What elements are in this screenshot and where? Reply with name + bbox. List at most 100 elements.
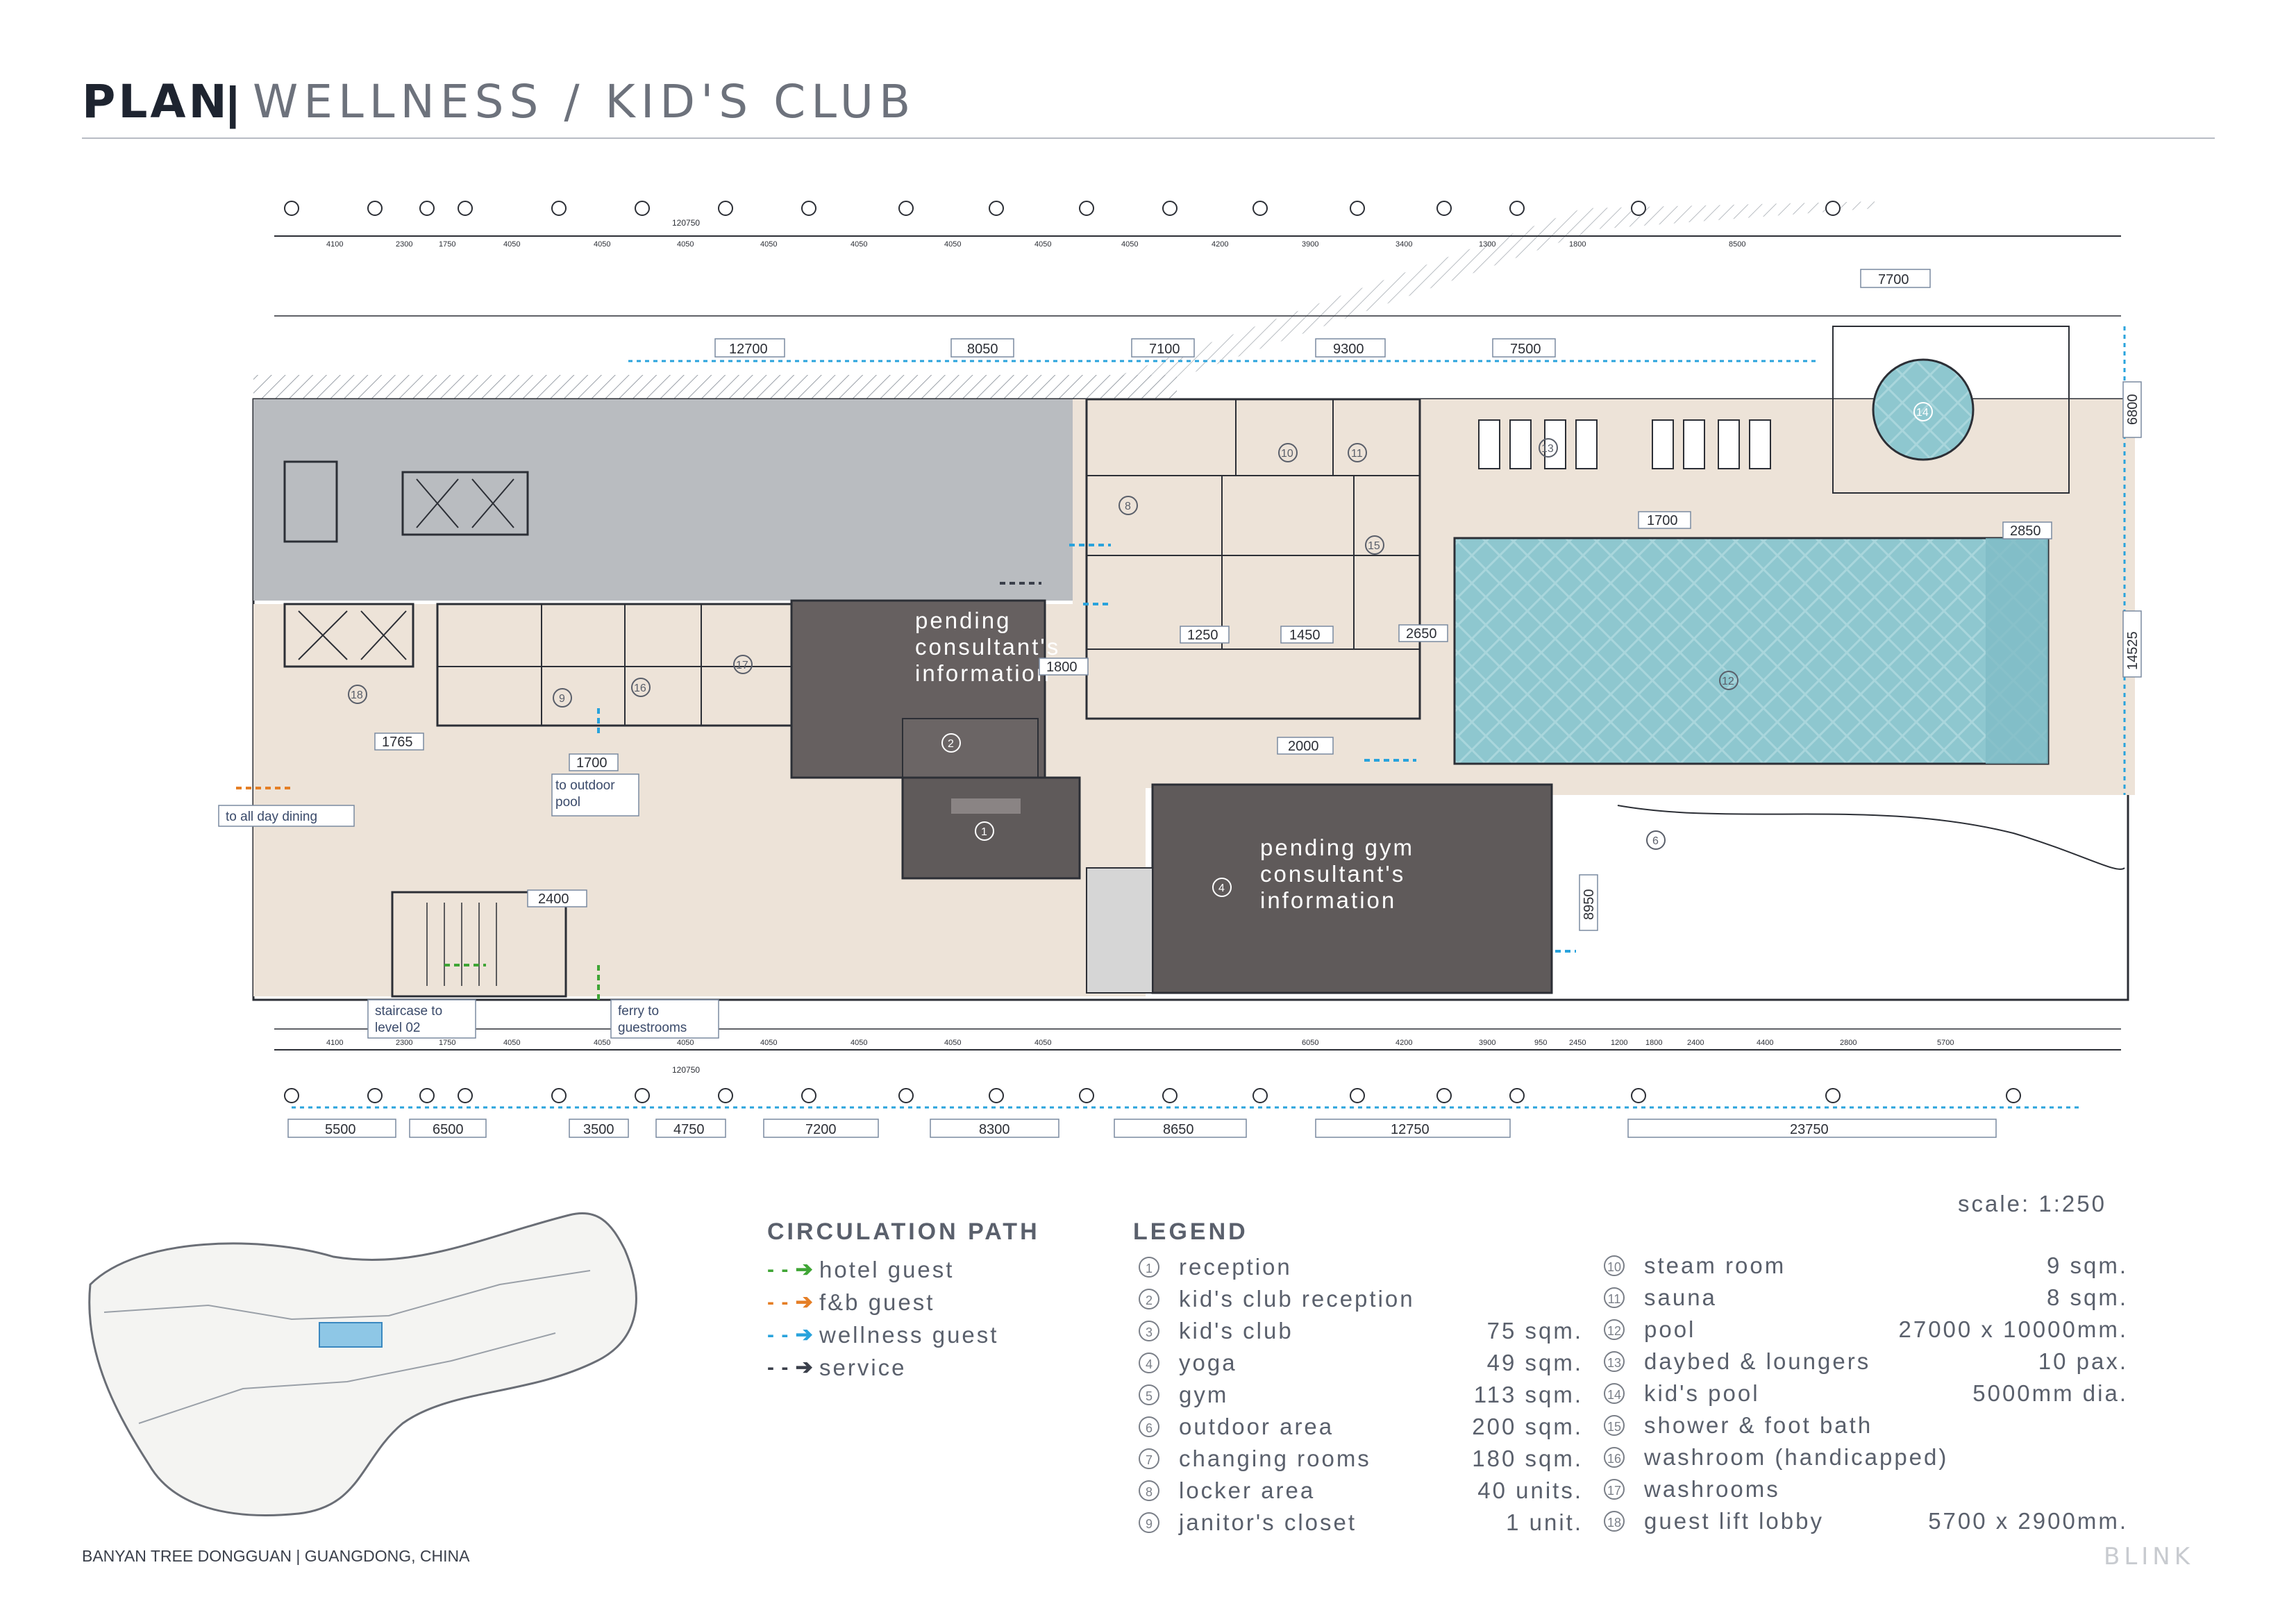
number-badge: 5	[1139, 1384, 1159, 1405]
grid-dim: 4050	[850, 1039, 867, 1047]
grid-dim: 4100	[326, 1039, 343, 1047]
room-marker: 15	[1368, 540, 1380, 552]
legend-item: 4 yoga 49 sqm.	[1139, 1347, 1583, 1379]
washroom-block	[436, 603, 793, 727]
circulation-label: f&b guest	[819, 1289, 935, 1315]
grid-dim: 2300	[396, 240, 412, 249]
dashed-arrow-icon: - - ➔	[767, 1258, 814, 1281]
total-dim-bottom: 120750	[672, 1065, 700, 1075]
grid-dim: 3400	[1396, 240, 1412, 249]
kids-pool	[1872, 358, 1975, 461]
legend-value: 10 pax.	[2038, 1348, 2128, 1374]
legend-item: 1 reception	[1139, 1251, 1583, 1283]
legend-name: gym	[1179, 1382, 1229, 1407]
roof-edge-hatch	[253, 201, 1875, 378]
legend-item: 5 gym 113 sqm.	[1139, 1379, 1583, 1411]
grid-dim: 4050	[944, 240, 961, 249]
room-marker: 6	[1652, 835, 1659, 847]
highlight-dim: 12750	[1391, 1122, 1430, 1137]
highlight-dim: 6500	[433, 1122, 464, 1137]
legend-name: washrooms	[1644, 1476, 1780, 1502]
circulation-item-wellness-guest: - - ➔ wellness guest	[767, 1319, 998, 1351]
grid-dim: 2450	[1569, 1039, 1586, 1047]
legend-item: 16 washroom (handicapped)	[1604, 1441, 2128, 1473]
legend-name: pool	[1644, 1316, 1696, 1342]
back-of-house-area	[253, 399, 1073, 601]
grid-dim: 4050	[944, 1039, 961, 1047]
grid-dim: 3900	[1479, 1039, 1495, 1047]
dashed-arrow-icon: - - ➔	[767, 1323, 814, 1346]
circulation-label: service	[819, 1354, 907, 1380]
circulation-item-service: - - ➔ service	[767, 1351, 998, 1384]
grid-dim: 1750	[439, 240, 455, 249]
highlight-dim: 23750	[1790, 1122, 1829, 1137]
room-marker: 11	[1351, 448, 1363, 460]
inner-dim: 2400	[538, 891, 569, 907]
grid-dim: 3900	[1302, 240, 1318, 249]
room-marker: 16	[634, 683, 646, 694]
lift-shaft-b	[283, 603, 414, 668]
inner-dim: 1250	[1187, 628, 1218, 643]
legend-item: 18 guest lift lobby 5700 x 2900mm.	[1604, 1505, 2128, 1537]
legend-item: 14 kid's pool 5000mm dia.	[1604, 1378, 2128, 1409]
legend-value: 8 sqm.	[2046, 1284, 2128, 1310]
room-marker: 2	[948, 738, 954, 750]
changing-rooms-block	[1085, 398, 1421, 720]
plan-arrows	[236, 544, 1576, 1003]
gym-block	[1151, 783, 1553, 994]
grid-dim: 4200	[1396, 1039, 1412, 1047]
scale-label: scale: 1:250	[1958, 1191, 2106, 1216]
grid-dim: 4050	[503, 1039, 520, 1047]
legend-item: 11 sauna 8 sqm.	[1604, 1282, 2128, 1314]
legend-value: 9 sqm.	[2046, 1253, 2128, 1278]
legend-name: steam room	[1644, 1253, 1786, 1278]
highlight-dim: 8300	[979, 1122, 1010, 1137]
legend-name: kid's club	[1179, 1318, 1293, 1343]
total-dim-top: 120750	[672, 218, 700, 228]
page-header: PLAN | WELLNESS / KID'S CLUB	[82, 61, 2215, 139]
number-badge: 12	[1604, 1319, 1625, 1340]
room-marker: 12	[1722, 676, 1734, 687]
canopy-hatch	[253, 375, 1177, 399]
grid-dim: 4400	[1757, 1039, 1773, 1047]
grid-bubbles	[284, 201, 2021, 1103]
legend-item: 13 daybed & loungers 10 pax.	[1604, 1346, 2128, 1378]
grid-dim: 1200	[1611, 1039, 1627, 1047]
top-highlight-dims: 12700 8050 7100 9300 7500 7700	[714, 269, 1931, 358]
legend-item: 7 changing rooms 180 sqm.	[1139, 1443, 1583, 1475]
number-badge: 8	[1139, 1480, 1159, 1501]
number-badge: 1	[1139, 1257, 1159, 1278]
grid-dim: 950	[1534, 1039, 1547, 1047]
bottom-highlight-dims: 5500 6500 3500 4750 7200 8300 8650 12750…	[287, 1119, 1997, 1138]
room-marker: 9	[559, 693, 565, 705]
legend-value: 27000 x 10000mm.	[1898, 1316, 2128, 1342]
grid-dim: 4050	[1121, 240, 1138, 249]
inner-dim: 1700	[1647, 513, 1678, 528]
grid-dim: 4200	[1212, 240, 1228, 249]
legend-item: 12 pool 27000 x 10000mm.	[1604, 1314, 2128, 1346]
inner-dim: 1450	[1289, 628, 1321, 643]
number-badge: 17	[1604, 1479, 1625, 1500]
dashed-arrow-icon: - - ➔	[767, 1356, 814, 1379]
grid-dim: 5700	[1937, 1039, 1954, 1047]
legend-name: changing rooms	[1179, 1446, 1371, 1471]
bottom-grid-dims: 4100 2300 1750 4050 4050 4050 4050 4050 …	[326, 1039, 1954, 1047]
legend-item: 17 washrooms	[1604, 1473, 2128, 1505]
circulation-label: wellness guest	[819, 1321, 999, 1348]
title-separator: |	[226, 77, 240, 128]
highlight-dim: 7700	[1878, 272, 1909, 287]
grid-dim: 4100	[326, 240, 343, 249]
room-marker: 8	[1125, 501, 1131, 512]
changing-area-floor	[1073, 399, 1420, 788]
number-badge: 10	[1604, 1255, 1625, 1276]
legend-value: 49 sqm.	[1486, 1350, 1583, 1375]
grid-dim: 2400	[1687, 1039, 1704, 1047]
legend-name: outdoor area	[1179, 1414, 1334, 1439]
tag-to-all-day-dining: to all day dining	[226, 810, 317, 824]
circulation-heading: CIRCULATION PATH	[767, 1219, 1040, 1245]
number-badge: 4	[1139, 1353, 1159, 1373]
